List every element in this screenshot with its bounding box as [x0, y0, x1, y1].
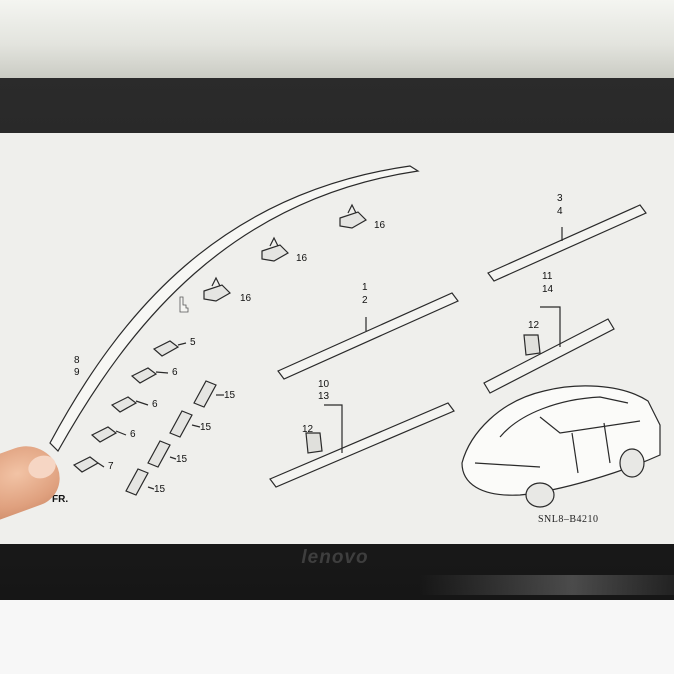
callout-13: 13: [318, 391, 330, 402]
callout-15-c: 15: [176, 454, 188, 465]
callout-7: 7: [108, 461, 114, 472]
desk-background: [0, 600, 674, 674]
clip-6-a: [130, 367, 169, 384]
clip-6-c: [90, 426, 127, 443]
hand-cursor-icon: [179, 296, 189, 313]
callout-14: 14: [542, 284, 554, 295]
callout-3: 3: [557, 193, 563, 204]
front-direction-marker: FR.: [52, 494, 69, 505]
laptop-brand-logo: lenovo: [301, 547, 369, 568]
clip-16-c: [203, 276, 231, 302]
bezel-reflection: [420, 575, 674, 595]
door-molding-front: [277, 292, 459, 380]
rear-door-molding: [483, 318, 615, 394]
window-background: [0, 0, 674, 80]
laptop-screen: 1 2 3 4 5 6 6 6 7 8 9 10 11 12 12 13 14 …: [0, 133, 674, 544]
callout-6-b: 6: [152, 399, 158, 410]
callout-9: 9: [74, 367, 80, 378]
drawing-code: SNL8–B4210: [538, 514, 599, 525]
clip-15-d: [125, 468, 155, 496]
callout-15-b: 15: [200, 422, 212, 433]
callout-16-a: 16: [374, 220, 386, 231]
callout-10: 10: [318, 379, 330, 390]
clip-12-b: [523, 334, 541, 356]
callout-6-c: 6: [130, 429, 136, 440]
roof-molding: [49, 165, 420, 452]
side-sill-molding: [269, 402, 455, 488]
callout-12-b: 12: [528, 320, 540, 331]
callout-8: 8: [74, 355, 80, 366]
callout-2: 2: [362, 295, 368, 306]
callout-11: 11: [542, 271, 553, 282]
clip-5: [152, 340, 187, 357]
clip-16-a: [339, 203, 367, 229]
callout-4: 4: [557, 206, 563, 217]
door-molding-rear-upper: [487, 204, 647, 282]
callout-12-a: 12: [302, 424, 314, 435]
clip-15-c: [147, 440, 177, 468]
clip-16-b: [261, 236, 289, 262]
callout-1: 1: [362, 282, 368, 293]
callout-15-d: 15: [154, 484, 166, 495]
clip-12-a: [305, 432, 323, 454]
callout-5: 5: [190, 337, 196, 348]
callout-6-a: 6: [172, 367, 178, 378]
clip-6-b: [110, 396, 149, 413]
callout-15-a: 15: [224, 390, 236, 401]
clip-15-b: [169, 410, 201, 438]
sedan-outline: [461, 385, 661, 508]
clip-7: [72, 456, 105, 473]
callout-16-b: 16: [296, 253, 308, 264]
parts-diagram: [49, 165, 661, 508]
callout-16-c: 16: [240, 293, 252, 304]
clip-15-a: [193, 380, 224, 408]
